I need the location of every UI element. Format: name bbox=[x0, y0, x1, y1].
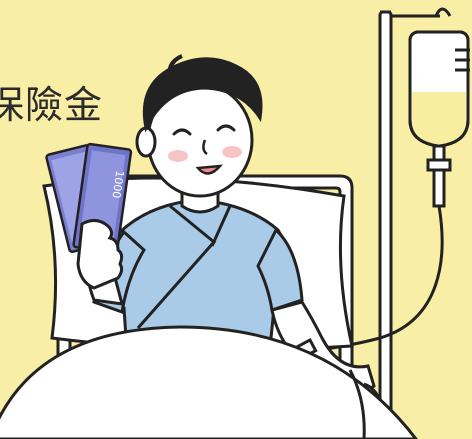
iv-bag-icon bbox=[408, 30, 470, 208]
left-eye bbox=[172, 128, 192, 136]
smile bbox=[195, 164, 223, 175]
patient-head bbox=[135, 54, 263, 198]
left-cheek bbox=[168, 150, 188, 162]
caption-text: 保險金 bbox=[0, 83, 104, 127]
blanket bbox=[0, 325, 418, 439]
right-eye bbox=[216, 124, 236, 132]
iv-stand bbox=[378, 7, 452, 439]
left-hand bbox=[76, 219, 124, 290]
banknote-value: 1000 bbox=[109, 170, 126, 200]
nose bbox=[202, 139, 208, 156]
right-cheek bbox=[222, 146, 242, 158]
right-arm bbox=[256, 227, 382, 416]
